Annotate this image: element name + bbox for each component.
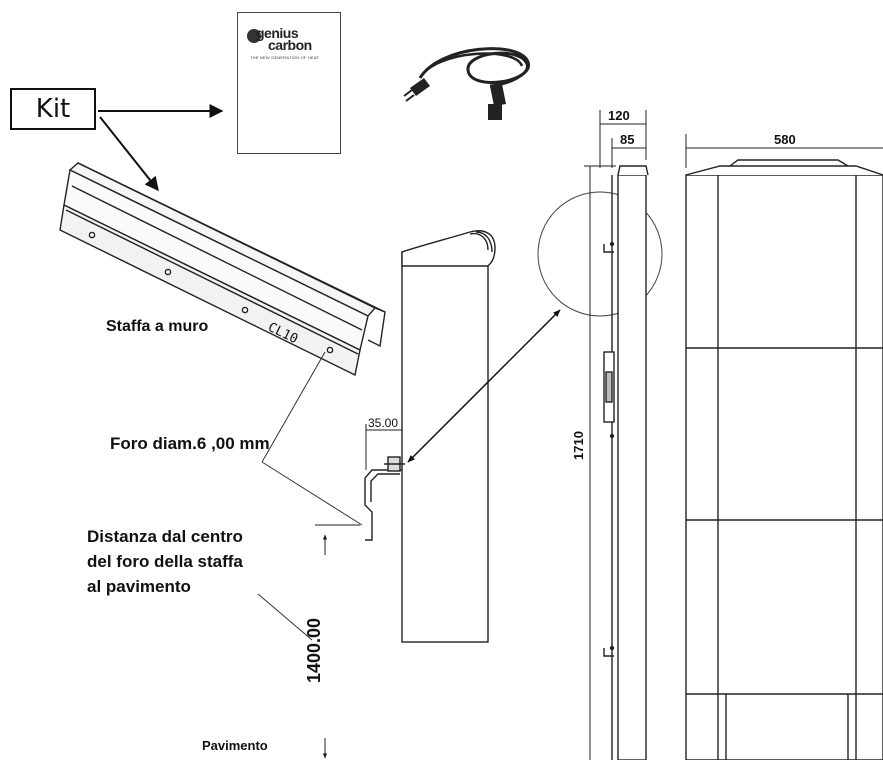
depth-total-value: 120	[608, 108, 630, 123]
front-width-dimension	[685, 134, 883, 168]
bracket-label: Staffa a muro	[106, 318, 209, 335]
detail-double-arrow	[407, 309, 561, 463]
kit-label: Kit	[35, 94, 71, 124]
floor-height-value: 1400.00	[304, 617, 325, 684]
kit-label-box: Kit	[10, 88, 96, 130]
kit-arrows	[98, 104, 224, 192]
detail-circle	[537, 191, 663, 317]
manual-booklet-image: genius carbon THE NEW GENERATION OF HEAT	[237, 12, 341, 154]
brand-name-line1: genius	[256, 25, 299, 41]
height-total-value: 1710	[570, 431, 586, 460]
brand-tagline: THE NEW GENERATION OF HEAT	[250, 55, 320, 60]
distance-label-line1: Distanza dal centro	[87, 527, 243, 546]
side-view-dimensions	[584, 110, 647, 760]
distance-label-line2: del foro della staffa	[87, 552, 243, 571]
power-cable-image	[403, 47, 530, 120]
leader-lines	[257, 351, 363, 641]
heater-front-view	[685, 159, 883, 760]
offset-dimension-label: 35.00	[368, 416, 399, 430]
side-profile-drawing	[364, 230, 496, 643]
width-total-value: 580	[774, 132, 796, 147]
hole-diameter-label: Foro diam.6 ,00 mm	[110, 434, 270, 453]
floor-height-dimension	[315, 524, 360, 759]
brand-logo-icon	[247, 29, 261, 43]
heater-side-view	[603, 165, 649, 760]
depth-body-value: 85	[620, 132, 635, 147]
floor-label: Pavimento	[202, 738, 268, 753]
distance-label-line3: al pavimento	[87, 577, 191, 596]
offset-dimension-lines	[365, 424, 403, 470]
brand-name-line2: carbon	[268, 37, 312, 53]
wall-bracket-drawing	[59, 162, 386, 377]
